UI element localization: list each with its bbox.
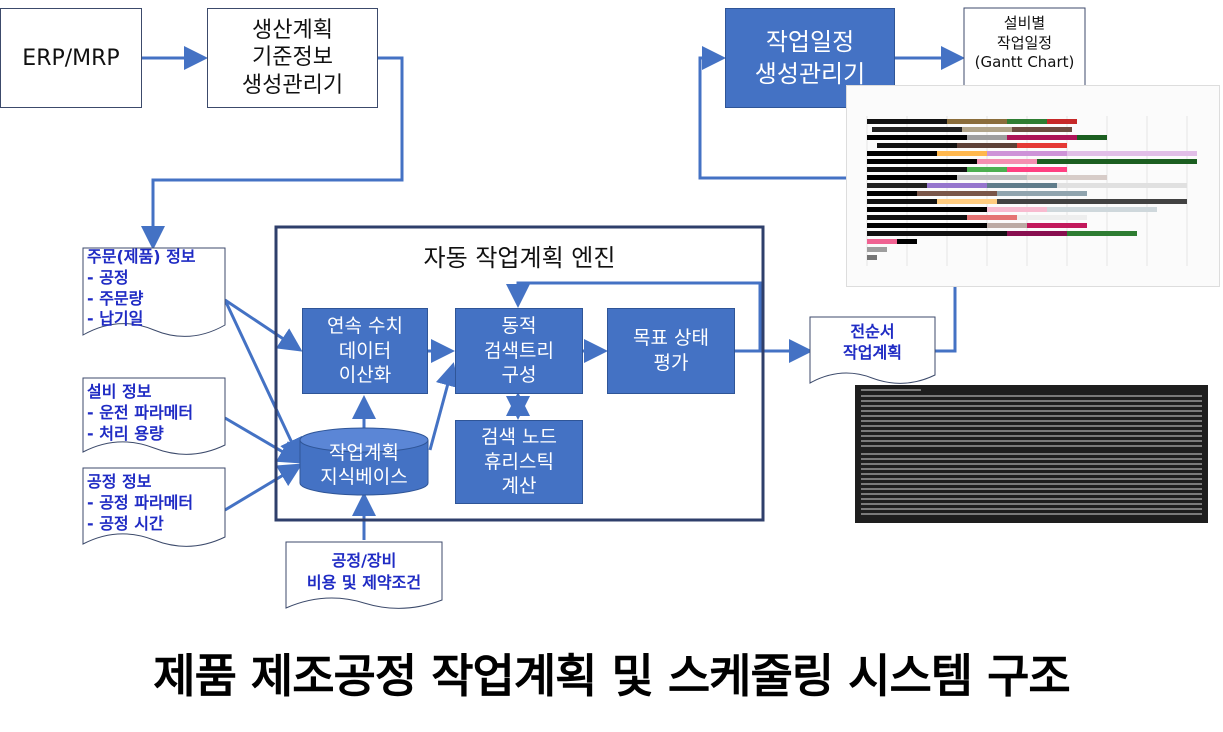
- equipment-info-doc: 설비 정보 - 운전 파라메터 - 처리 용량: [87, 382, 194, 443]
- arrow-order-to-discretize: [224, 298, 303, 352]
- knowledge-base-label: 작업계획 지식베이스: [320, 442, 408, 488]
- process-doc-shape: [82, 467, 226, 547]
- order-doc-shape: [82, 247, 226, 337]
- output-plan-doc: 전순서 작업계획: [843, 322, 902, 362]
- cost-constraints-doc: 공정/장비 비용 및 제약조건: [306, 551, 422, 592]
- arrow-process-to-kb: [224, 463, 303, 512]
- discretize-box: 연속 수치 데이터 이산화: [302, 308, 428, 394]
- process-info-doc: 공정 정보 - 공정 파라메터 - 공정 시간: [87, 472, 194, 533]
- arrow-plan-to-order: [141, 56, 404, 250]
- search-tree-label: 동적 검색트리 구성: [484, 314, 554, 387]
- knowledge-base-label-box: 작업계획 지식베이스: [300, 440, 428, 492]
- arrow-evaluate-feedback: [506, 281, 762, 351]
- discretize-label: 연속 수치 데이터 이산화: [327, 314, 403, 387]
- kb-cylinder: [299, 427, 429, 496]
- evaluate-label: 목표 상태 평가: [633, 327, 709, 374]
- schedule-generator-label: 작업일정 생성관리기: [754, 27, 866, 88]
- engine-title: 자동 작업계획 엔진: [423, 244, 616, 272]
- erp-mrp-box: ERP/MRP: [0, 8, 142, 108]
- plan-generator-box: 생산계획 기준정보 생성관리기: [207, 8, 378, 108]
- output-doc-shape: [809, 316, 936, 384]
- gantt-doc-label: 설비별 작업일정 (Gantt Chart): [974, 14, 1075, 71]
- heuristic-box: 검색 노드 휴리스틱 계산: [455, 420, 583, 504]
- plan-generator-label: 생산계획 기준정보 생성관리기: [241, 17, 344, 98]
- arrow-kb-to-tree: [428, 362, 460, 451]
- search-tree-box: 동적 검색트리 구성: [455, 308, 583, 394]
- heuristic-label: 검색 노드 휴리스틱 계산: [481, 425, 557, 498]
- arrow-order-to-kb: [223, 299, 302, 463]
- erp-mrp-label: ERP/MRP: [22, 45, 120, 71]
- order-info-doc: 주문(제품) 정보 - 공정 - 주문량 - 납기일: [87, 247, 196, 329]
- arrow-output-to-schedule: [698, 46, 957, 353]
- console-output-thumbnail: [855, 385, 1208, 523]
- arrow-equipment-to-kb: [224, 416, 303, 464]
- gantt-bars: [866, 116, 1197, 266]
- equipment-doc-shape: [82, 377, 226, 455]
- engine-frame: [274, 225, 765, 522]
- evaluate-box: 목표 상태 평가: [607, 308, 735, 394]
- gantt-chart-thumbnail: [846, 85, 1220, 287]
- cost-doc-shape: [285, 541, 443, 609]
- diagram-title: 제품 제조공정 작업계획 및 스케줄링 시스템 구조: [153, 649, 1071, 703]
